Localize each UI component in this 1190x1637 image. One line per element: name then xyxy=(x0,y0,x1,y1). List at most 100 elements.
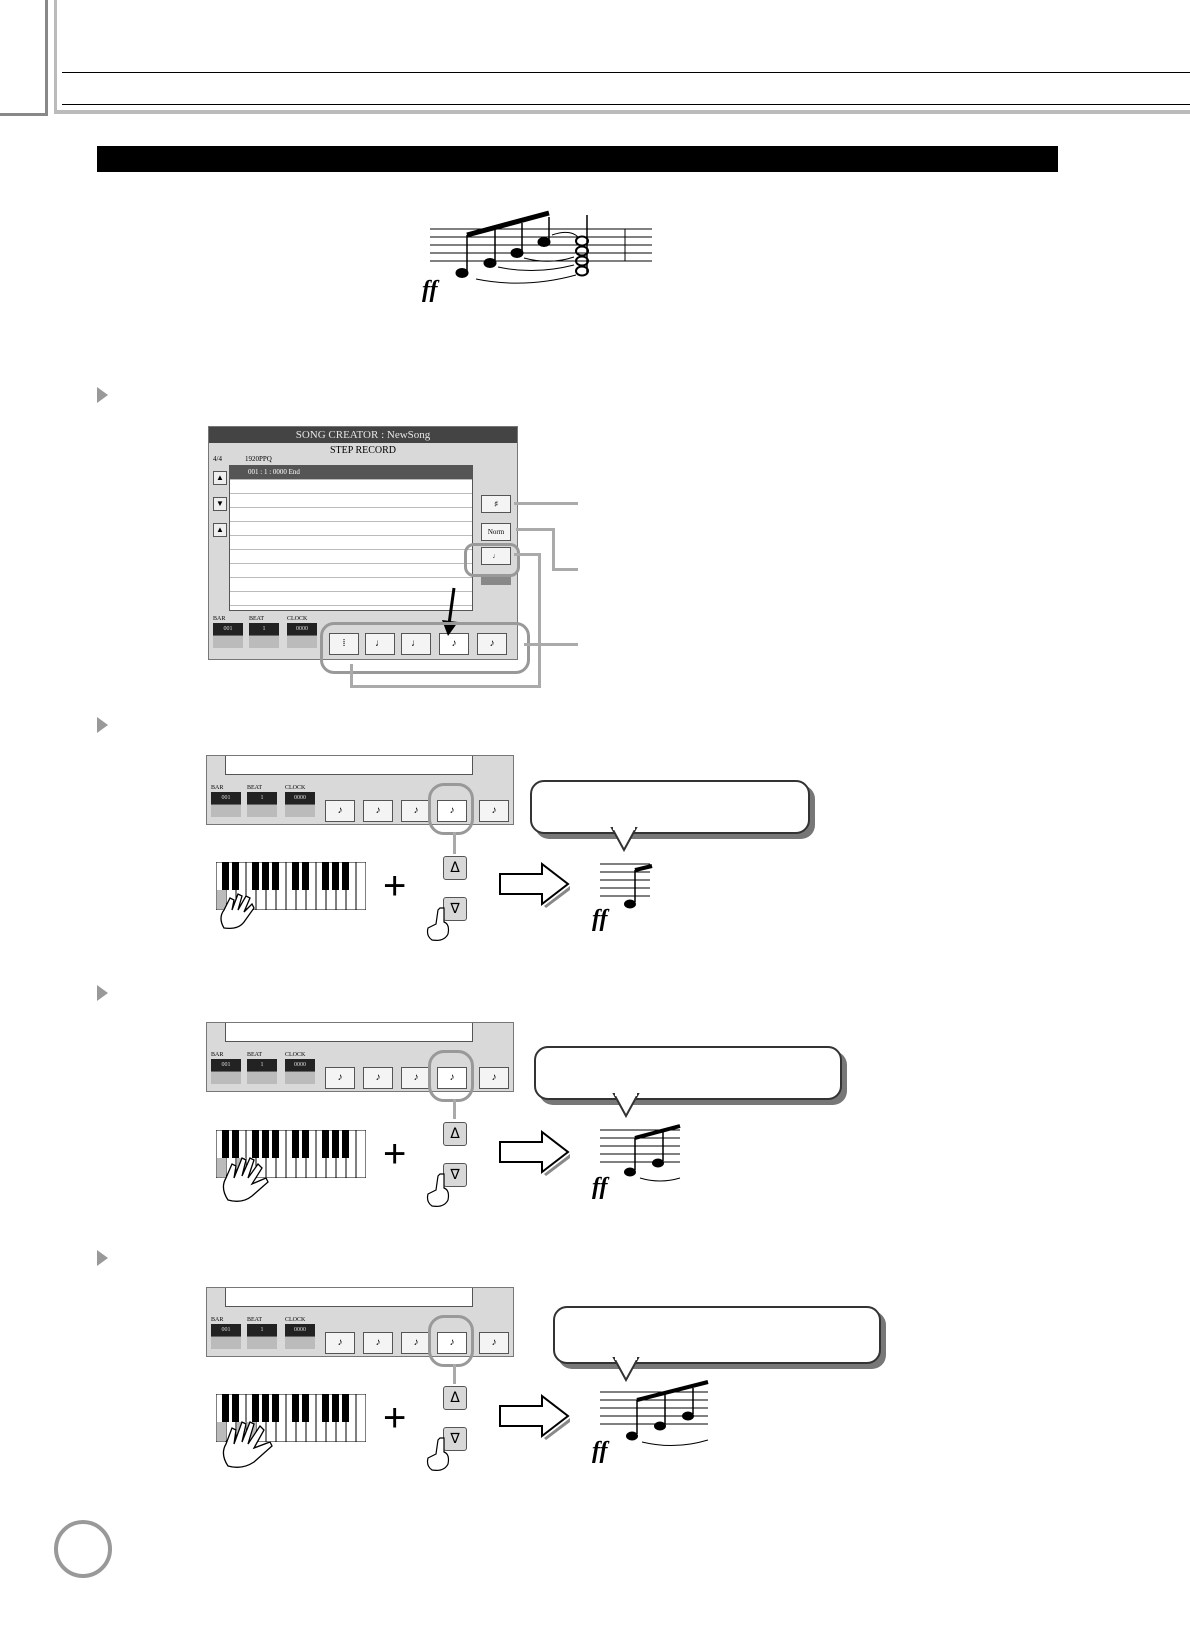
arrow-right-icon xyxy=(496,1130,572,1176)
up-button[interactable]: Δ xyxy=(443,1386,467,1410)
event-list-row[interactable] xyxy=(230,508,472,522)
header-rule-top xyxy=(62,72,1190,73)
note-button-3[interactable]: ♪ xyxy=(401,1067,431,1089)
page-number-circle xyxy=(54,1520,112,1578)
leader-line-updown xyxy=(453,1099,456,1119)
arrow-right-icon xyxy=(496,862,572,908)
delete-button[interactable] xyxy=(481,577,511,585)
note-button-2[interactable]: ♪ xyxy=(363,800,393,822)
bubble-tail-2 xyxy=(612,1092,642,1118)
hand-icon xyxy=(218,1150,274,1204)
callout-circle-note-button xyxy=(464,543,520,577)
up-arrow-icon[interactable]: ▲ xyxy=(213,471,227,485)
event-list-row[interactable] xyxy=(230,536,472,550)
bar-field[interactable]: BAR 001 xyxy=(213,615,243,648)
event-list-row[interactable] xyxy=(230,494,472,508)
plus-sign: + xyxy=(383,866,406,906)
leader-line-1 xyxy=(514,502,578,505)
dynamics-ff: ff xyxy=(592,1174,610,1200)
step-triangle-3 xyxy=(97,985,108,1001)
ppq-label: 1920PPQ xyxy=(245,455,272,463)
dynamics-ff: ff xyxy=(592,1438,610,1464)
leader-line-updown xyxy=(453,832,456,854)
screen-title: SONG CREATOR : NewSong xyxy=(209,427,517,443)
note-button-5[interactable]: ♪ xyxy=(479,1067,509,1089)
speech-bubble-1 xyxy=(530,780,810,834)
note-button-1[interactable]: ♪ xyxy=(325,1067,355,1089)
note-button-3[interactable]: ♪ xyxy=(401,1332,431,1354)
up-button[interactable]: Δ xyxy=(443,1122,467,1146)
dot-button[interactable]: ♯ xyxy=(481,495,511,513)
callout-circle-selected-note xyxy=(428,1315,474,1367)
pointing-hand-icon xyxy=(424,1172,450,1208)
speech-bubble-3 xyxy=(553,1306,881,1364)
note-button-2[interactable]: ♪ xyxy=(363,1067,393,1089)
section-heading-bar xyxy=(97,146,1058,172)
dynamics-ff-main: ff xyxy=(422,277,440,303)
down-arrow-icon[interactable]: ▼ xyxy=(213,497,227,511)
header-left-tab-inner xyxy=(54,0,57,112)
bubble-tail-1 xyxy=(610,826,640,852)
event-list-row[interactable] xyxy=(230,592,472,606)
note-button-2[interactable]: ♪ xyxy=(363,1332,393,1354)
notation-result-1: ff xyxy=(590,856,670,932)
leader-line-3b xyxy=(538,553,541,687)
notation-result-2: ff xyxy=(590,1120,690,1200)
clock-field[interactable]: CLOCK 0000 xyxy=(287,615,317,648)
event-list-bottom xyxy=(225,1023,473,1042)
event-list[interactable]: 001 : 1 : 0000 End xyxy=(229,465,473,611)
step-triangle-1 xyxy=(97,387,108,403)
event-list-row[interactable] xyxy=(230,522,472,536)
leader-line-2b xyxy=(552,528,555,570)
hand-icon xyxy=(218,1414,278,1470)
hand-icon xyxy=(216,888,260,932)
leader-line-updown xyxy=(453,1364,456,1384)
note-button-5[interactable]: ♪ xyxy=(479,1332,509,1354)
note-button-3[interactable]: ♪ xyxy=(401,800,431,822)
step-triangle-4 xyxy=(97,1250,108,1266)
header-left-tab xyxy=(0,0,48,116)
event-list-row[interactable] xyxy=(230,550,472,564)
event-list-bottom xyxy=(225,1288,473,1307)
notation-example: ff xyxy=(420,205,660,305)
leader-line-4 xyxy=(524,643,578,646)
leader-line-3a xyxy=(514,553,540,556)
event-list-row[interactable] xyxy=(230,480,472,494)
event-list-row[interactable] xyxy=(230,564,472,578)
header-rule-bottom xyxy=(54,110,1190,114)
time-signature: 4/4 xyxy=(213,455,222,463)
note-button-1[interactable]: ♪ xyxy=(325,800,355,822)
pointing-hand-icon xyxy=(424,906,450,942)
beat-field[interactable]: BEAT 1 xyxy=(249,615,279,648)
plus-sign: + xyxy=(383,1134,406,1174)
arrow-right-icon xyxy=(496,1394,572,1440)
header-rule-mid xyxy=(62,104,1190,105)
event-list-bottom xyxy=(225,756,473,775)
pointing-hand-icon xyxy=(424,1436,450,1472)
step-triangle-2 xyxy=(97,717,108,733)
plus-sign: + xyxy=(383,1398,406,1438)
speech-bubble-2 xyxy=(534,1046,842,1100)
callout-circle-selected-note xyxy=(428,783,474,835)
note-button-5[interactable]: ♪ xyxy=(479,800,509,822)
leader-line-3c xyxy=(350,685,541,688)
note-button-1[interactable]: ♪ xyxy=(325,1332,355,1354)
event-list-row[interactable]: 001 : 1 : 0000 End xyxy=(230,466,472,480)
leader-line-2a xyxy=(516,528,554,531)
event-list-row[interactable] xyxy=(230,578,472,592)
callout-circle-selected-note xyxy=(428,1050,474,1102)
up-arrow-icon-2[interactable]: ▲ xyxy=(213,523,227,537)
up-button[interactable]: Δ xyxy=(443,856,467,880)
leader-line-2c xyxy=(552,568,578,571)
leader-line-3d xyxy=(350,664,353,687)
gate-time-button[interactable]: Norm xyxy=(481,523,511,541)
